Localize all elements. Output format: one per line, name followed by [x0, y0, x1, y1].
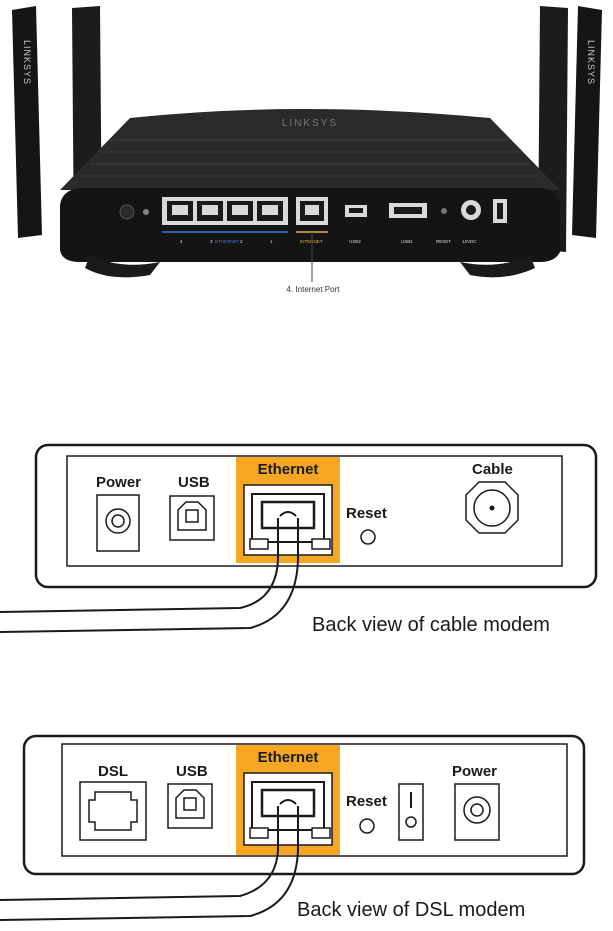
left-antenna-brand: LINKSYS: [22, 40, 32, 85]
dsl-reset-button: [360, 819, 374, 833]
dsl-usb-label: USB: [176, 763, 208, 780]
cable-reset-label: Reset: [346, 505, 387, 522]
cable-power-label: Power: [96, 474, 141, 491]
reset-hole: [441, 208, 447, 214]
cable-modem-caption: Back view of cable modem: [312, 614, 550, 637]
status-led: [143, 209, 149, 215]
cable-coax-label: Cable: [472, 461, 513, 478]
dsl-dsl-label: DSL: [98, 763, 128, 780]
cable-ethernet-label: Ethernet: [258, 461, 319, 478]
dsl-power-label: Power: [452, 763, 497, 780]
port-label-usb1: USB1: [401, 239, 413, 244]
port-label-12vdc: 12VDC: [462, 239, 477, 244]
router-top-logo: LINKSYS: [282, 118, 338, 129]
port-label-ethernet: ETHERNET: [215, 239, 240, 244]
port-label-reset: RESET: [436, 239, 451, 244]
port-label-internet: INTERNET: [300, 239, 323, 244]
dsl-ethernet-label: Ethernet: [258, 749, 319, 766]
router-back-illustration: LINKSYS LINKSYS LINKSYS 4 3: [0, 0, 613, 300]
cable-power-port: [97, 495, 139, 551]
cable-modem-diagram: Power USB Ethernet Reset Cable: [0, 440, 613, 640]
cable-usb-label: USB: [178, 474, 210, 491]
dsl-reset-label: Reset: [346, 793, 387, 810]
dsl-power-port: [455, 784, 499, 840]
internet-port-callout: 4. Internet Port: [287, 285, 341, 294]
port-label-usb2: USB2: [349, 239, 361, 244]
dsl-modem-caption: Back view of DSL modem: [297, 899, 525, 922]
wps-button: [120, 205, 134, 219]
right-antenna-brand: LINKSYS: [586, 40, 596, 85]
cable-reset-button: [361, 530, 375, 544]
dsl-phone-port: [80, 782, 146, 840]
